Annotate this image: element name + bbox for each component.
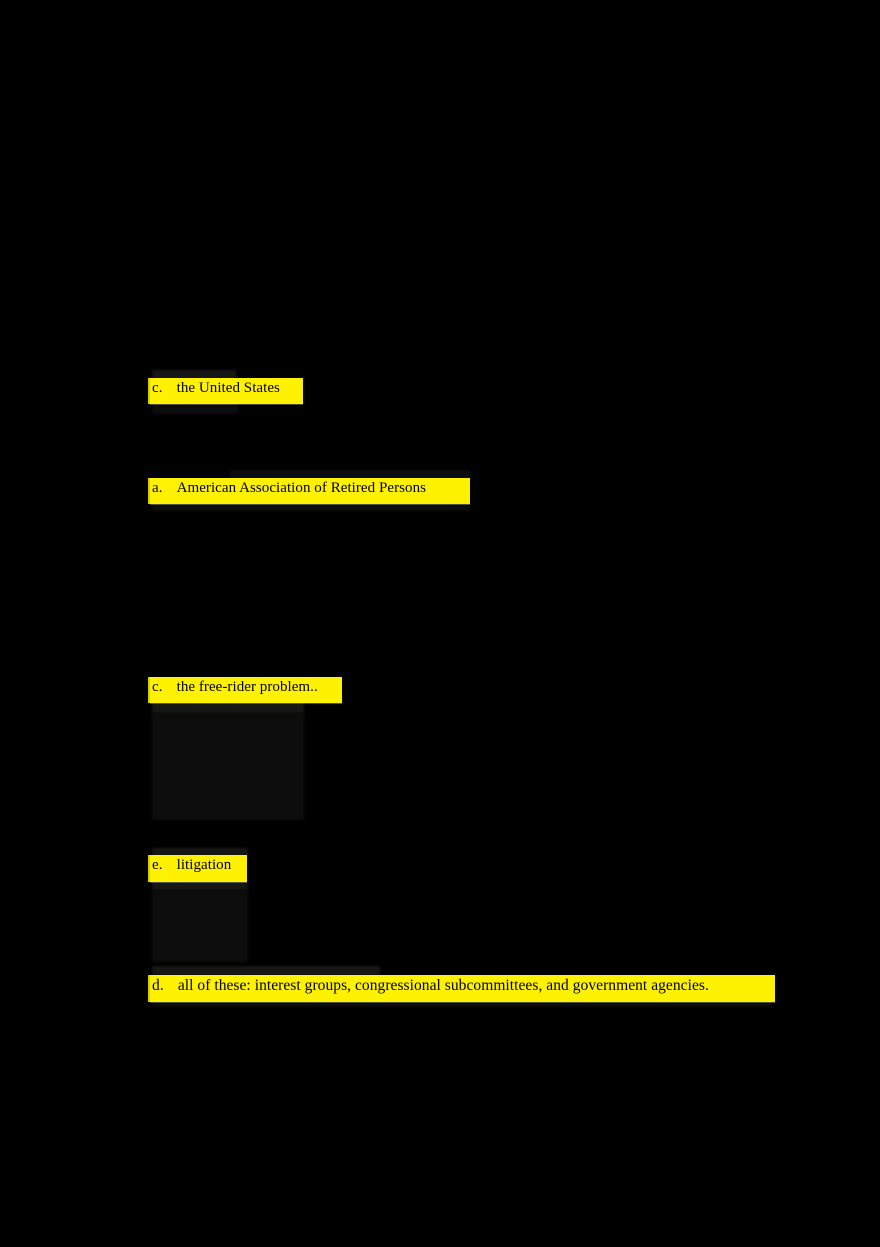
ghost-row-below-2 (152, 503, 470, 511)
answer-text: litigation (176, 857, 232, 873)
answer-letter: c. (152, 380, 163, 396)
highlighted-answer-option[interactable]: c. the free-rider problem.. (148, 677, 342, 703)
highlighted-answer-option[interactable]: d. all of these: interest groups, congres… (148, 975, 775, 1002)
ghost-row-below-4 (152, 881, 248, 890)
ghost-row-above-5 (152, 966, 380, 975)
highlighted-answer-option[interactable]: c. the United States (148, 378, 303, 404)
highlighted-answer-option[interactable]: a. American Association of Retired Person… (148, 478, 470, 504)
answer-letter: c. (152, 679, 163, 695)
ghost-row-below-1 (152, 404, 238, 414)
ghost-row-below-3 (152, 702, 304, 713)
ghost-row-above-2 (230, 470, 470, 478)
ghost-block-4 (152, 890, 248, 962)
answer-letter: e. (152, 857, 163, 873)
answer-text: the United States (176, 380, 280, 396)
answer-letter: a. (152, 480, 163, 496)
answer-letter: d. (152, 977, 164, 994)
answer-text: all of these: interest groups, congressi… (177, 977, 709, 994)
answer-text: American Association of Retired Persons (176, 480, 427, 496)
highlighted-answer-option[interactable]: e. litigation (148, 855, 247, 882)
ghost-block-3 (152, 712, 304, 820)
answer-text: the free-rider problem.. (176, 679, 318, 695)
